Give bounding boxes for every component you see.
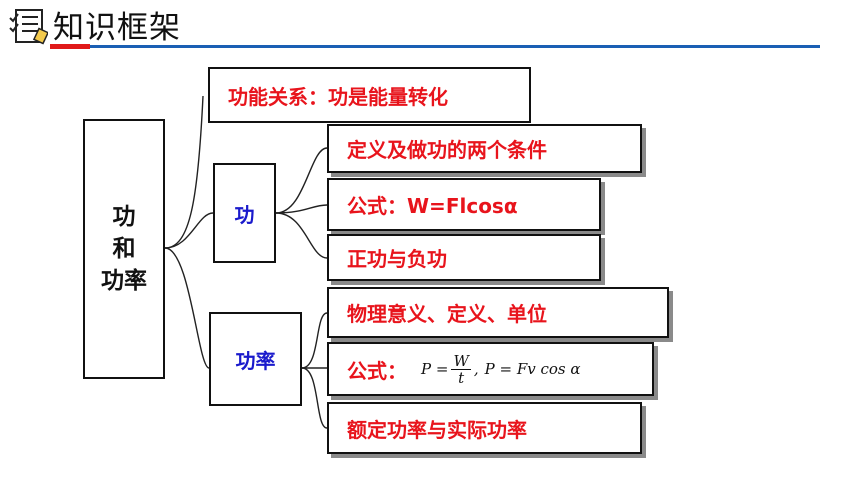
work-to-item3-connector [275,212,328,259]
work-formula-node: 公式：W=Flcosα [327,178,601,231]
power-meaning-label: 物理意义、定义、单位 [347,302,547,326]
formula-p2: P = Fv cos α [484,360,581,378]
root-label: 功 和 功率 [101,204,147,294]
page-title: 知识框架 [53,10,181,46]
formula-p1: P = [421,360,449,378]
power-rated-label: 额定功率与实际功率 [347,417,527,442]
root-to-work-connector [164,212,214,249]
work-definition-label: 定义及做功的两个条件 [347,138,547,162]
work-sign-node: 正功与负功 [327,234,601,281]
work-to-item2-connector [275,204,328,214]
root-node: 功 和 功率 [83,119,165,379]
power-to-item3-connector [301,367,328,429]
power-node: 功率 [209,312,302,406]
formula-separator: , [473,360,479,378]
power-formula: P = W t , P = Fv cos α [421,353,581,386]
power-formula-node: 公式： P = W t , P = Fv cos α [327,342,654,396]
root-to-top-connector [164,95,204,249]
work-definition-node: 定义及做功的两个条件 [327,124,642,173]
work-node: 功 [213,163,276,263]
formula-fraction: W t [451,351,471,387]
formula-denominator: t [458,368,465,387]
header-accent-bar [50,44,90,49]
energy-relation-node: 功能关系：功是能量转化 [208,67,531,123]
power-rated-node: 额定功率与实际功率 [327,402,642,454]
formula-numerator: W [451,351,471,370]
work-to-item1-connector [275,147,328,214]
power-meaning-node: 物理意义、定义、单位 [327,287,669,338]
header-divider [50,45,820,48]
power-label: 功率 [235,348,276,373]
energy-relation-label: 功能关系：功是能量转化 [228,84,448,109]
power-formula-prefix: 公式： [347,358,407,383]
work-formula-label: 公式：W=Flcosα [347,194,518,218]
work-label: 功 [234,202,255,227]
notes-list-icon [8,6,50,46]
work-sign-label: 正功与负功 [347,247,447,271]
root-to-power-connector [164,247,210,369]
power-to-item1-connector [301,312,328,369]
